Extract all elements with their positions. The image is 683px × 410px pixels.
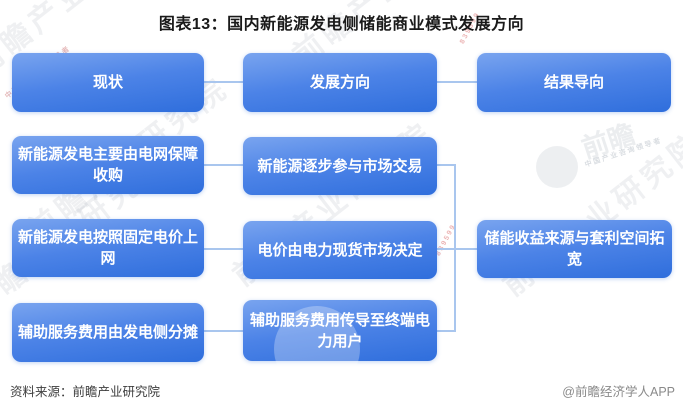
connector-row3-stub	[437, 330, 456, 332]
node-current-3: 辅助服务费用由发电侧分摊	[12, 303, 204, 362]
brand-caption: @前瞻经济学人APP	[562, 385, 675, 399]
connector-row1-left	[204, 164, 243, 166]
connector-row3-left	[204, 330, 243, 332]
node-current-1: 新能源发电主要由电网保障收购	[12, 136, 204, 194]
node-current-2: 新能源发电按照固定电价上网	[12, 219, 204, 277]
connector-header-1	[204, 81, 243, 83]
connector-row2-to-result	[437, 248, 477, 250]
node-header-direction: 发展方向	[243, 53, 437, 112]
node-direction-1: 新能源逐步参与市场交易	[243, 137, 437, 195]
watermark-brand: 前瞻	[578, 118, 639, 165]
figure-title: 图表13：国内新能源发电侧储能商业模式发展方向	[158, 16, 525, 33]
watermark-slogan: 中国产业咨询领导者	[584, 137, 664, 169]
connector-vertical-bus	[454, 164, 456, 332]
watermark-logo-circle-icon	[536, 146, 578, 188]
node-header-current: 现状	[12, 53, 204, 112]
connector-row1-stub	[437, 164, 456, 166]
connector-header-2	[437, 81, 477, 83]
node-direction-2: 电价由电力现货市场决定	[243, 221, 437, 279]
connector-row2-left	[204, 248, 243, 250]
node-header-result: 结果导向	[477, 53, 671, 112]
node-result: 储能收益来源与套利空间拓宽	[477, 220, 672, 278]
source-caption: 资料来源：前瞻产业研究院	[10, 385, 161, 399]
node-direction-3: 辅助服务费用传导至终端电力用户	[243, 300, 437, 361]
